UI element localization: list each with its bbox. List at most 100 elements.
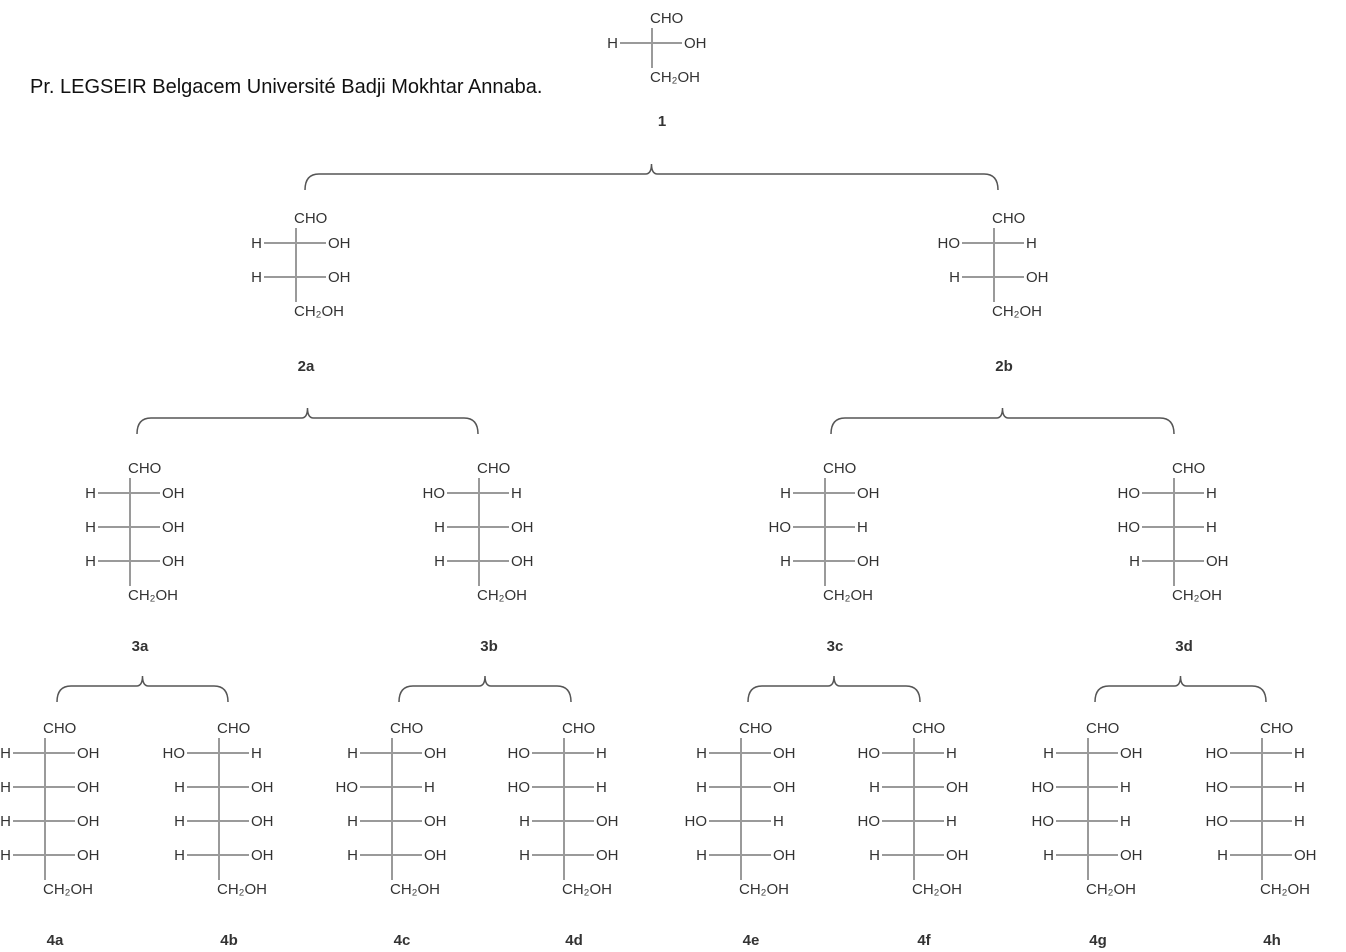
hydroxymethyl-group-label: CH₂OH: [992, 303, 1042, 320]
right-substituent: OH: [1206, 553, 1229, 570]
compound-label: 4f: [917, 932, 931, 949]
right-substituent: H: [1294, 745, 1305, 762]
compound-label: 4b: [220, 932, 238, 949]
hydroxymethyl-group-label: CH₂OH: [1260, 881, 1310, 898]
right-substituent: OH: [773, 847, 796, 864]
right-substituent: OH: [1120, 745, 1143, 762]
left-substituent: H: [0, 779, 11, 796]
brace-3d: [1094, 675, 1267, 703]
right-substituent: OH: [251, 779, 274, 796]
left-substituent: H: [251, 269, 262, 286]
right-substituent: H: [1120, 813, 1131, 830]
aldehyde-group-label: CHO: [562, 720, 595, 737]
aldehyde-group-label: CHO: [992, 210, 1025, 227]
left-substituent: HO: [769, 519, 792, 536]
right-substituent: H: [946, 745, 957, 762]
right-substituent: OH: [596, 847, 619, 864]
right-substituent: H: [596, 745, 607, 762]
left-substituent: H: [1043, 745, 1054, 762]
left-substituent: H: [85, 485, 96, 502]
right-substituent: OH: [77, 813, 100, 830]
left-substituent: H: [251, 235, 262, 252]
right-substituent: OH: [1294, 847, 1317, 864]
brace-2a: [136, 407, 479, 435]
right-substituent: OH: [328, 235, 351, 252]
hydroxymethyl-group-label: CH₂OH: [43, 881, 93, 898]
compound-label: 3a: [132, 638, 149, 655]
left-substituent: HO: [858, 745, 881, 762]
compound-label: 3b: [480, 638, 498, 655]
left-substituent: HO: [938, 235, 961, 252]
hydroxymethyl-group-label: CH₂OH: [650, 69, 700, 86]
left-substituent: H: [347, 745, 358, 762]
right-substituent: H: [773, 813, 784, 830]
right-substituent: OH: [596, 813, 619, 830]
left-substituent: HO: [1118, 519, 1141, 536]
hydroxymethyl-group-label: CH₂OH: [390, 881, 440, 898]
compound-label: 4c: [394, 932, 411, 949]
right-substituent: H: [511, 485, 522, 502]
aldehyde-group-label: CHO: [128, 460, 161, 477]
brace-3c: [747, 675, 921, 703]
brace-3b: [398, 675, 572, 703]
right-substituent: OH: [162, 553, 185, 570]
right-substituent: H: [1294, 779, 1305, 796]
right-substituent: OH: [857, 553, 880, 570]
compound-label: 1: [658, 113, 666, 130]
left-substituent: H: [347, 813, 358, 830]
left-substituent: HO: [1206, 813, 1229, 830]
aldehyde-group-label: CHO: [390, 720, 423, 737]
right-substituent: H: [857, 519, 868, 536]
aldehyde-group-label: CHO: [823, 460, 856, 477]
hydroxymethyl-group-label: CH₂OH: [562, 881, 612, 898]
left-substituent: HO: [508, 779, 531, 796]
right-substituent: OH: [251, 813, 274, 830]
right-substituent: H: [596, 779, 607, 796]
brace-2b: [830, 407, 1175, 435]
hydroxymethyl-group-label: CH₂OH: [1172, 587, 1222, 604]
aldehyde-group-label: CHO: [1172, 460, 1205, 477]
left-substituent: HO: [1118, 485, 1141, 502]
left-substituent: H: [434, 553, 445, 570]
left-substituent: HO: [336, 779, 359, 796]
right-substituent: OH: [162, 519, 185, 536]
left-substituent: H: [869, 847, 880, 864]
right-substituent: H: [1206, 519, 1217, 536]
compound-label: 4g: [1089, 932, 1107, 949]
right-substituent: OH: [328, 269, 351, 286]
compound-label: 2a: [298, 358, 315, 375]
right-substituent: OH: [77, 847, 100, 864]
left-substituent: H: [434, 519, 445, 536]
left-substituent: H: [607, 35, 618, 52]
right-substituent: OH: [857, 485, 880, 502]
left-substituent: HO: [858, 813, 881, 830]
left-substituent: H: [519, 813, 530, 830]
hydroxymethyl-group-label: CH₂OH: [739, 881, 789, 898]
compound-label: 4d: [565, 932, 583, 949]
left-substituent: HO: [163, 745, 186, 762]
left-substituent: H: [85, 519, 96, 536]
right-substituent: OH: [773, 745, 796, 762]
right-substituent: OH: [946, 779, 969, 796]
compound-label: 3d: [1175, 638, 1193, 655]
brace-level-2: [304, 163, 999, 191]
right-substituent: OH: [684, 35, 707, 52]
compound-label: 4a: [47, 932, 64, 949]
left-substituent: H: [1043, 847, 1054, 864]
left-substituent: H: [0, 847, 11, 864]
right-substituent: OH: [424, 847, 447, 864]
left-substituent: H: [1129, 553, 1140, 570]
right-substituent: OH: [424, 745, 447, 762]
